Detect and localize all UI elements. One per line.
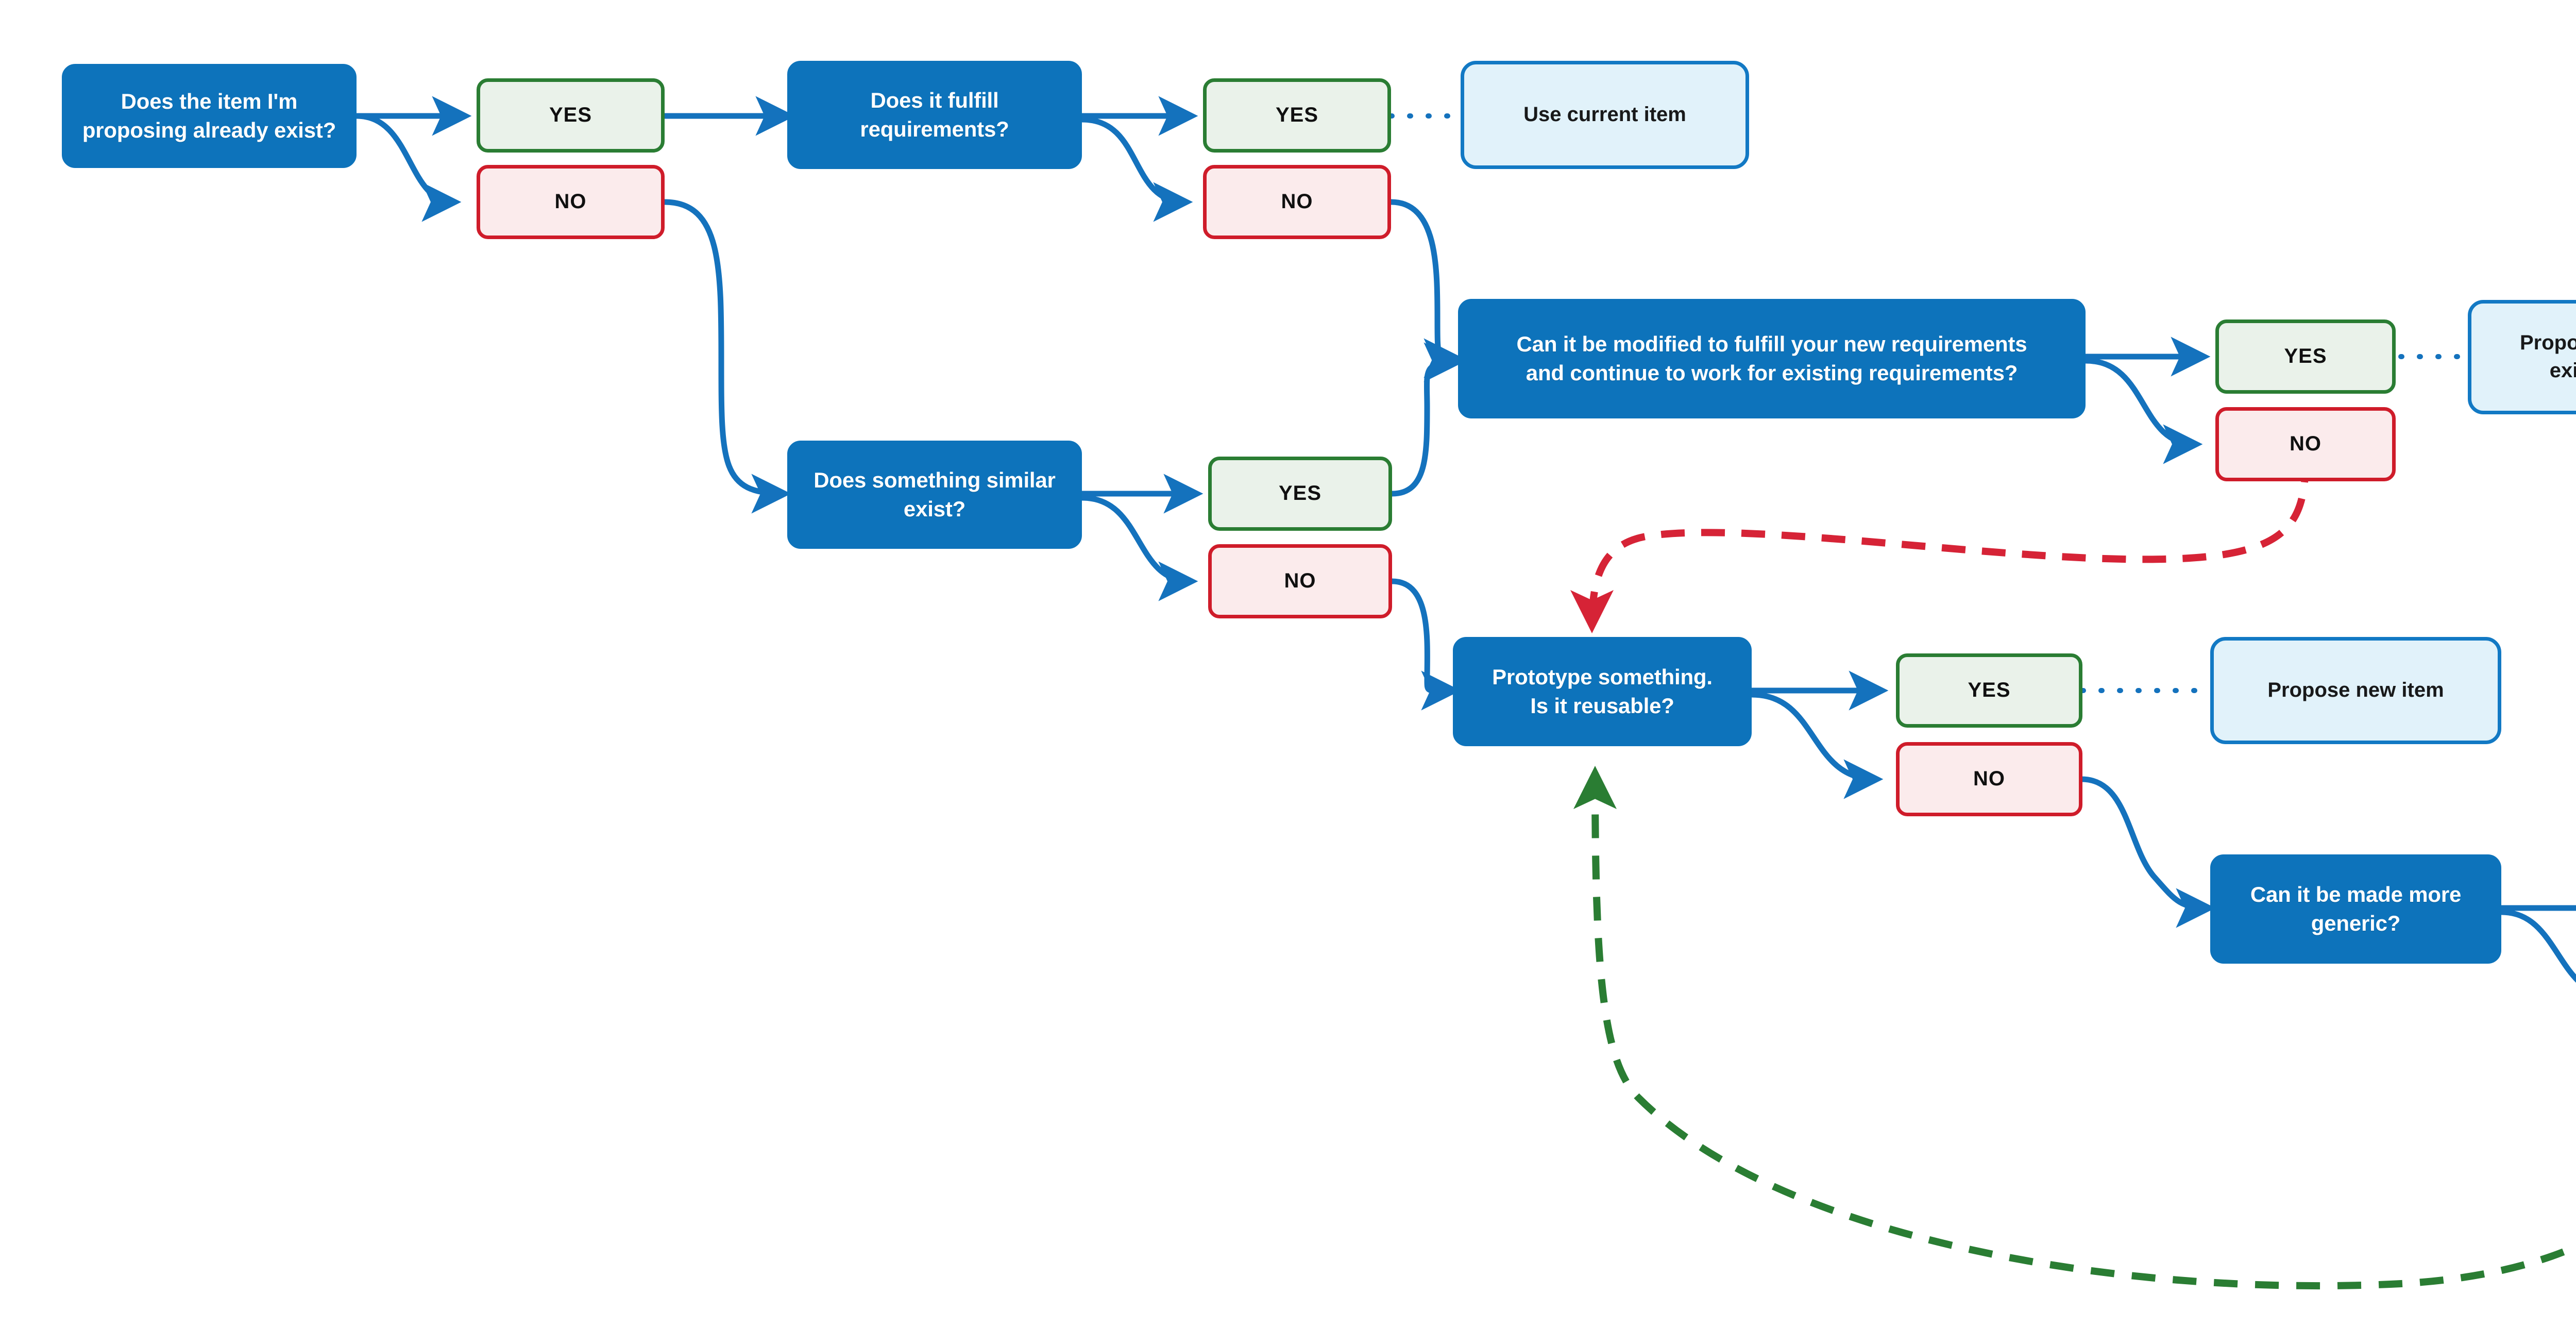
node-can-it-be-made-more-generic[interactable]: Can it be made more generic?	[2210, 854, 2501, 964]
node-label: NO	[554, 190, 587, 213]
edge-prototypeno-generic	[2081, 776, 2216, 928]
node-modify-no[interactable]: NO	[2215, 407, 2396, 481]
node-label: Can it be made more generic?	[2250, 882, 2462, 935]
edge-similaryes-modify	[1392, 342, 1464, 497]
edge-genericyes-prototype-dashed	[1573, 766, 2576, 1290]
node-label: NO	[1284, 569, 1316, 593]
node-label: Does it fulfill requirements?	[860, 88, 1009, 141]
node-label: NO	[2290, 432, 2321, 456]
edge-fulfill-no	[1081, 116, 1193, 222]
node-label: Propose change to existing item	[2519, 331, 2576, 382]
node-label: NO	[1281, 190, 1313, 213]
edge-similarno-prototype	[1392, 578, 1461, 711]
node-label: Does something similar exist?	[814, 467, 1056, 521]
edge-prototype-no	[1751, 692, 1884, 799]
edge-modifyno-prototype-dashed	[1570, 458, 2309, 633]
node-label: Use current item	[1523, 103, 1686, 126]
node-propose-new-item[interactable]: Propose new item	[2210, 637, 2501, 744]
node-label: YES	[1968, 679, 2011, 702]
node-label: Can it be modified to fulfill your new r…	[1516, 331, 2027, 385]
node-can-it-be-modified[interactable]: Can it be modified to fulfill your new r…	[1458, 299, 2086, 418]
node-similar-no[interactable]: NO	[1208, 544, 1392, 618]
node-exists-yes[interactable]: YES	[477, 78, 665, 153]
node-does-something-similar-exist[interactable]: Does something similar exist?	[787, 441, 1082, 549]
node-does-it-fulfill-requirements[interactable]: Does it fulfill requirements?	[787, 61, 1082, 169]
node-label: YES	[549, 104, 592, 127]
node-modify-yes[interactable]: YES	[2215, 320, 2396, 394]
node-prototype-something[interactable]: Prototype something. Is it reusable?	[1453, 637, 1752, 746]
node-label: YES	[1275, 104, 1319, 127]
edge-exists-no	[356, 113, 462, 222]
edge-generic-yes	[2501, 909, 2576, 983]
node-prototype-no[interactable]: NO	[1896, 742, 2082, 816]
node-exists-no[interactable]: NO	[477, 165, 665, 239]
node-label: Propose new item	[2267, 679, 2444, 702]
node-does-item-exist[interactable]: Does the item I'm proposing already exis…	[62, 64, 357, 168]
node-use-current-item[interactable]: Use current item	[1461, 61, 1749, 169]
edge-modify-no	[2085, 358, 2203, 464]
node-similar-yes[interactable]: YES	[1208, 457, 1392, 531]
edge-no-similar	[664, 199, 791, 514]
node-label: YES	[2284, 345, 2327, 368]
edge-fulfillno-modify	[1391, 199, 1464, 378]
node-fulfill-no[interactable]: NO	[1203, 165, 1391, 239]
node-label: Prototype something. Is it reusable?	[1492, 664, 1713, 718]
node-fulfill-yes[interactable]: YES	[1203, 78, 1391, 153]
node-label: Does the item I'm proposing already exis…	[82, 89, 336, 142]
node-prototype-yes[interactable]: YES	[1896, 653, 2082, 728]
node-label: YES	[1278, 482, 1322, 505]
node-label: NO	[1973, 767, 2005, 791]
node-propose-change-to-existing-item[interactable]: Propose change to existing item	[2468, 300, 2576, 414]
edge-similar-no	[1081, 495, 1198, 601]
